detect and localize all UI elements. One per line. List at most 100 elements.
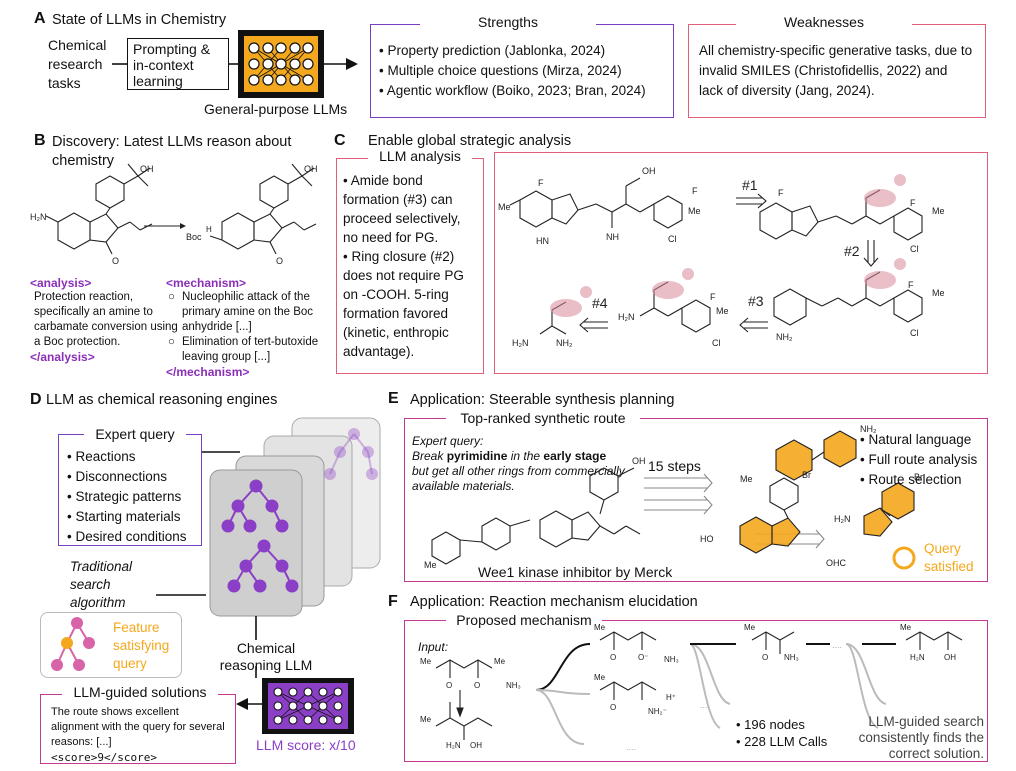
llm-analysis-item: • Ring closure (#2) does not require PG … <box>343 249 464 359</box>
o-atom: O <box>474 681 480 690</box>
panel-a-title: State of LLMs in Chemistry <box>52 12 227 28</box>
solutions-title: LLM-guided solutions <box>62 684 218 700</box>
cl-atom: Cl <box>668 234 677 244</box>
expert-query-list: Reactions Disconnections Strategic patte… <box>67 447 193 547</box>
neural-net-icon <box>268 683 348 729</box>
panel-e-title: Application: Steerable synthesis plannin… <box>410 392 675 408</box>
panel-c-label: C <box>334 132 346 149</box>
me-atom: Me <box>420 715 432 724</box>
me-atom: Me <box>420 657 432 666</box>
input-label: Input: <box>418 640 449 654</box>
oh-atom: OH <box>140 164 154 174</box>
f-atom: F <box>710 292 716 302</box>
expert-query-text: Expert query: Break pyrimidine in the ea… <box>412 434 625 493</box>
strengths-title: Strengths <box>420 14 596 30</box>
h2n-atom: H₂N <box>834 514 851 524</box>
conclusion-text: LLM-guided search consistently finds the… <box>858 714 984 761</box>
mechanism-close-tag: </mechanism> <box>166 365 250 379</box>
me-atom: Me <box>932 206 945 216</box>
panel-f-title: Application: Reaction mechanism elucidat… <box>410 594 698 610</box>
mechanism-open-tag: <mechanism> <box>166 276 247 290</box>
h2n-atom: H₂N <box>446 741 461 750</box>
feature-item: Full route analysis <box>860 450 977 470</box>
me-atom: Me <box>498 202 511 212</box>
general-llm-chip <box>238 30 324 98</box>
reasoning-llm-label: Chemical reasoning LLM <box>219 640 313 673</box>
query-item: Starting materials <box>67 507 193 527</box>
oh-atom: OH <box>944 653 956 662</box>
me-atom: Me <box>716 306 729 316</box>
mechanism-block: <mechanism> ○Nucleophilic attack of the … <box>166 276 328 379</box>
f-atom: F <box>538 178 544 188</box>
panel-b-label: B <box>34 132 46 149</box>
h2n-atom: H₂N <box>30 212 47 222</box>
neural-net-icon <box>244 36 318 92</box>
o-atom: O <box>446 681 452 690</box>
o-atom: O <box>762 653 768 662</box>
llm-analysis-title: LLM analysis <box>368 148 472 164</box>
query-item: Strategic patterns <box>67 487 193 507</box>
chemical-tasks-label: Chemical research tasks <box>48 37 107 91</box>
route-title: Top-ranked synthetic route <box>446 410 640 426</box>
panel-d-title: LLM as chemical reasoning engines <box>46 392 278 408</box>
weaknesses-title: Weaknesses <box>736 14 912 30</box>
oh-atom: OH <box>470 741 482 750</box>
boc-group: Boc <box>186 232 202 242</box>
h2n-atom: H₂N <box>910 653 925 662</box>
molecule-caption: Wee1 kinase inhibitor by Merck <box>478 564 673 580</box>
o-atom: O <box>610 653 616 662</box>
expert-query-box: Reactions Disconnections Strategic patte… <box>58 434 202 546</box>
o-atom: O <box>610 703 616 712</box>
steps-label: 15 steps <box>648 458 701 474</box>
h2n-atom: H₂N <box>512 338 529 348</box>
carbonyl-o-atom: O <box>112 256 119 266</box>
panel-a-label: A <box>34 10 46 27</box>
me-atom: Me <box>424 560 437 570</box>
me-atom: Me <box>900 623 912 632</box>
br-atom: Br <box>802 470 811 480</box>
strengths-list: Property prediction (Jablonka, 2024) Mul… <box>379 41 665 101</box>
me-atom: Me <box>594 623 606 632</box>
ellipsis: .... <box>700 700 710 710</box>
retrosynthesis-box <box>494 152 988 374</box>
search-stats: • 196 nodes • 228 LLM Calls <box>736 716 827 750</box>
panel-f-label: F <box>388 593 398 610</box>
oh-atom: OH <box>642 166 656 176</box>
analysis-open-tag: <analysis> <box>30 276 92 290</box>
ohc-atom: OHC <box>826 558 847 568</box>
nh2-atom: NH₂ <box>556 338 573 348</box>
query-satisfied-label: Query satisfied <box>924 541 974 574</box>
strength-item: Property prediction (Jablonka, 2024) <box>379 41 665 61</box>
general-llm-caption: General-purpose LLMs <box>204 101 348 117</box>
synthesis-route-box <box>404 418 988 582</box>
hn-atom: HN <box>536 236 549 246</box>
f-atom: F <box>908 280 914 290</box>
nh2-atom: NH₂ <box>776 332 793 342</box>
f-atom: F <box>778 188 784 198</box>
feature-legend: Feature satisfying query <box>40 612 182 678</box>
stat-item: • 228 LLM Calls <box>736 734 828 749</box>
strength-item: Agentic workflow (Boiko, 2023; Bran, 202… <box>379 81 665 101</box>
mechanism-box <box>404 620 988 762</box>
cl-atom: Cl <box>712 338 721 348</box>
h-plus-atom: H⁺ <box>666 693 676 702</box>
prompting-label: Prompting & in-context learning <box>133 41 211 89</box>
ho-atom: HO <box>700 534 714 544</box>
me-atom: Me <box>594 673 606 682</box>
strength-item: Multiple choice questions (Mirza, 2024) <box>379 61 665 81</box>
panel-d-label: D <box>30 391 42 408</box>
ellipsis: .... <box>832 640 842 650</box>
panel-b-title: Discovery: Latest LLMs reason about chem… <box>52 134 292 169</box>
oh-atom: OH <box>304 164 318 174</box>
panel-e-label: E <box>388 390 399 407</box>
nh3-atom: NH₃ <box>784 653 799 662</box>
query-item: Reactions <box>67 447 193 467</box>
solution-score: <score>9</score> <box>51 751 157 764</box>
step-2-label: #2 <box>844 243 860 259</box>
search-algorithm-label: Traditional search algorithm <box>70 559 133 610</box>
expert-query-title: Expert query <box>84 426 186 442</box>
